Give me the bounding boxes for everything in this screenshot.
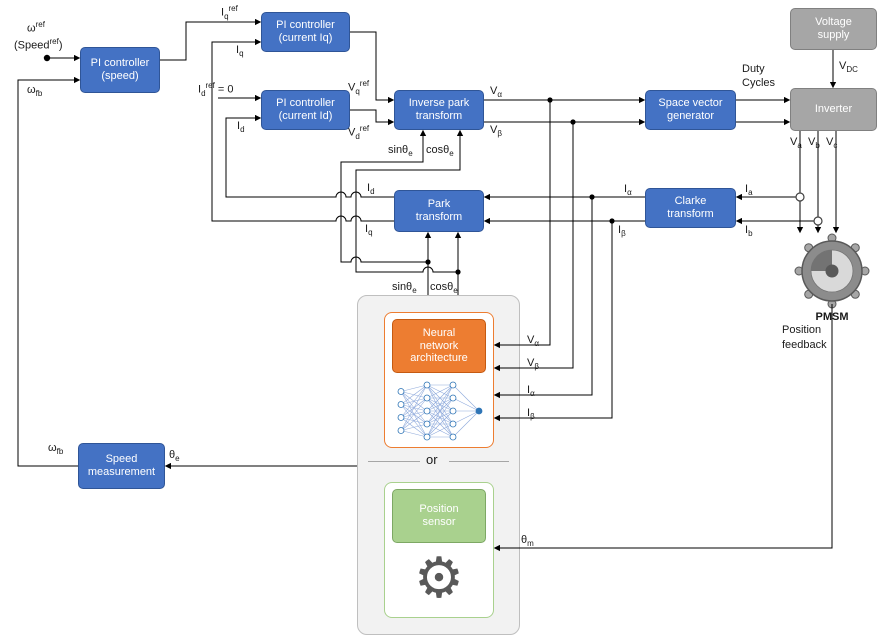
label-cos-theta-park: cosθe xyxy=(430,281,458,296)
or-divider-line xyxy=(449,461,509,462)
wire-speed-feedback xyxy=(17,76,81,467)
label-i-alpha-nn: Iα xyxy=(527,384,535,399)
junction-dot xyxy=(570,119,576,125)
junction-dot xyxy=(43,54,51,62)
label-vb: Vb xyxy=(808,136,820,151)
label-omega-ref: ωref xyxy=(27,20,45,35)
label-i-beta-nn: Iβ xyxy=(527,407,535,422)
label-id-feedback: Id xyxy=(237,120,245,135)
wire-iq-ref xyxy=(160,18,262,61)
current-sensor-icon xyxy=(813,216,823,226)
junction-dot xyxy=(609,218,615,224)
label-iq-feedback: Iq xyxy=(236,44,244,59)
label-v-beta: Vβ xyxy=(490,124,502,139)
label-omega-fb-bottom: ωfb xyxy=(48,442,64,457)
or-divider-line xyxy=(368,461,420,462)
junction-dot xyxy=(547,97,553,103)
label-theta-m: θm xyxy=(521,534,534,549)
label-or: or xyxy=(426,452,438,467)
junction-dot xyxy=(589,194,595,200)
label-v-beta-nn: Vβ xyxy=(527,357,539,372)
block-pi-controller-current-iq: PI controller(current Iq) xyxy=(261,12,350,52)
label-ia: Ia xyxy=(745,183,753,198)
pmsm-motor-icon xyxy=(794,233,870,309)
junction-dot xyxy=(455,269,461,275)
neural-network-graphic xyxy=(397,381,483,441)
label-theta-e: θe xyxy=(169,449,180,464)
label-iq-park: Iq xyxy=(365,223,373,238)
label-vdc: VDC xyxy=(839,60,858,75)
block-inverter: Inverter xyxy=(790,88,877,131)
label-sin-theta-inverse-park: sinθe xyxy=(388,144,413,159)
label-v-alpha-nn: Vα xyxy=(527,334,539,349)
label-i-alpha: Iα xyxy=(624,183,632,198)
label-ib: Ib xyxy=(745,224,753,239)
label-vd-ref: Vdref xyxy=(348,124,370,141)
label-speed-ref: (Speedref) xyxy=(14,37,63,52)
label-id-park: Id xyxy=(367,182,375,197)
junction-dot xyxy=(425,259,431,265)
label-vq-ref: Vqref xyxy=(348,79,370,96)
label-iq-ref: Iqref xyxy=(221,4,238,21)
label-sin-theta-park: sinθe xyxy=(392,281,417,296)
gear-icon: ⚙ xyxy=(413,546,465,611)
label-va: Va xyxy=(790,136,802,151)
label-omega-fb-top: ωfb xyxy=(27,84,43,99)
wire-vd-ref xyxy=(350,109,395,126)
label-i-beta: Iβ xyxy=(618,224,626,239)
block-pi-controller-speed: PI controller(speed) xyxy=(80,47,160,93)
label-pmsm: PMSM xyxy=(815,311,849,323)
block-pi-controller-current-id: PI controller(current Id) xyxy=(261,90,350,130)
label-cos-theta-inverse-park: cosθe xyxy=(426,144,454,159)
label-id-ref-zero: Idref = 0 xyxy=(198,81,234,98)
label-vc: Vc xyxy=(826,136,838,151)
current-sensor-icon xyxy=(795,192,805,202)
label-v-alpha: Vα xyxy=(490,85,502,100)
